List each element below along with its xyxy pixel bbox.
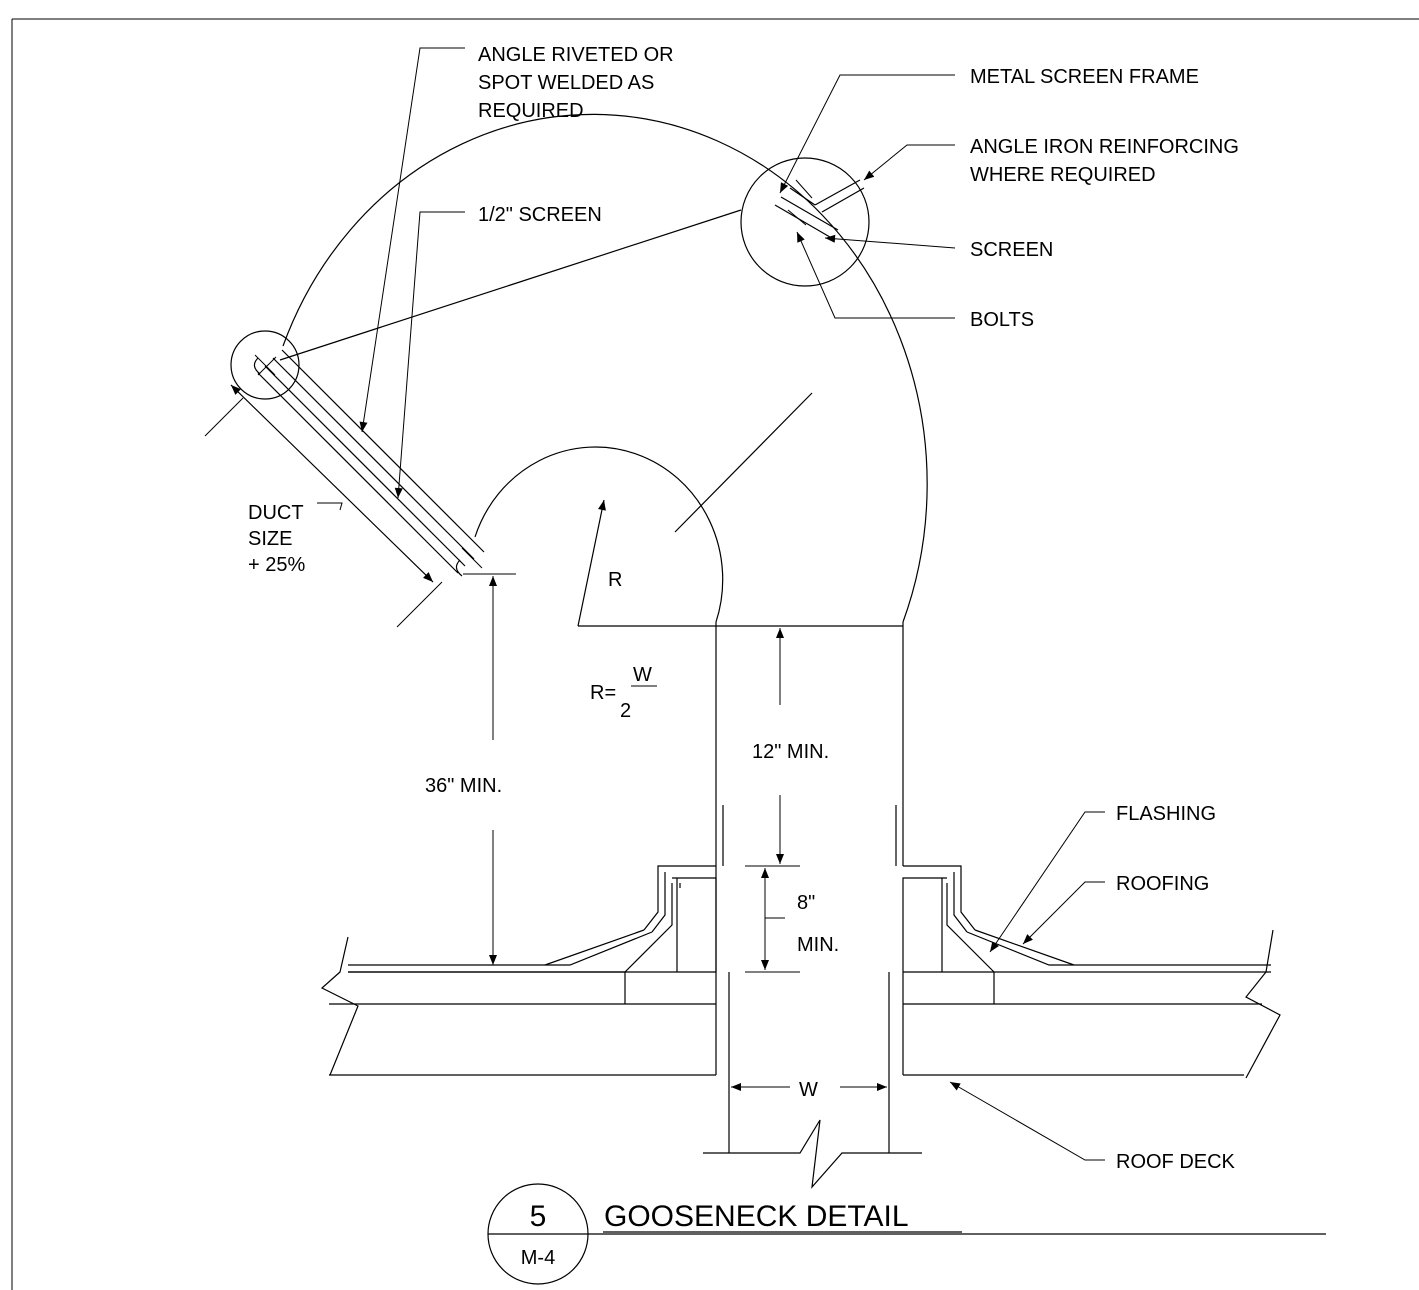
callout-roofing: ROOFING [1116,873,1209,895]
callout-angle-riveted: ANGLE RIVETED OR SPOT WELDED AS REQUIRED [478,44,674,122]
svg-text:ANGLE RIVETED OR: ANGLE RIVETED OR [478,44,674,66]
detail-number: 5 [530,1200,547,1233]
radius-label: R [608,569,622,591]
curb-left [348,805,724,1004]
radius-formula-denominator: 2 [620,700,631,722]
callout-screen: SCREEN [970,239,1053,261]
dim-8-min-label: MIN. [797,934,839,956]
radius-formula-lhs: R= [590,682,616,704]
sheet-border [11,18,1419,1290]
svg-text:+ 25%: + 25% [248,554,305,576]
callout-bolts: BOLTS [970,309,1034,331]
leaders [359,47,1105,1161]
dimensions [204,384,887,1091]
detail-bubble [279,157,870,361]
screen-assembly [230,330,485,577]
detail-title: GOOSENECK DETAIL [604,1200,909,1233]
curb-right [895,805,1271,1004]
svg-text:SPOT WELDED AS: SPOT WELDED AS [478,72,654,94]
radius-formula-numerator: W [633,664,652,686]
gooseneck-elbow [282,113,928,866]
callout-half-screen: 1/2" SCREEN [478,204,602,226]
dim-36-min: 36" MIN. [425,775,502,797]
title-block: 5 M-4 GOOSENECK DETAIL [487,1183,1326,1285]
callout-flashing: FLASHING [1116,803,1216,825]
svg-text:REQUIRED: REQUIRED [478,100,584,122]
svg-text:ANGLE IRON REINFORCING: ANGLE IRON REINFORCING [970,136,1239,158]
callout-roof-deck: ROOF DECK [1116,1151,1236,1173]
dim-8-min-value: 8" [797,892,815,914]
svg-text:DUCT: DUCT [248,502,304,524]
roof-deck-structure [320,866,1281,1189]
dim-12-min: 12" MIN. [752,741,829,763]
sheet-reference: M-4 [521,1247,555,1269]
callout-angle-iron: ANGLE IRON REINFORCING WHERE REQUIRED [970,136,1239,186]
callout-duct-size: DUCT SIZE + 25% [248,502,305,576]
svg-text:WHERE REQUIRED: WHERE REQUIRED [970,164,1156,186]
callout-metal-screen-frame: METAL SCREEN FRAME [970,66,1199,88]
dim-width: W [799,1079,818,1101]
svg-text:SIZE: SIZE [248,528,292,550]
